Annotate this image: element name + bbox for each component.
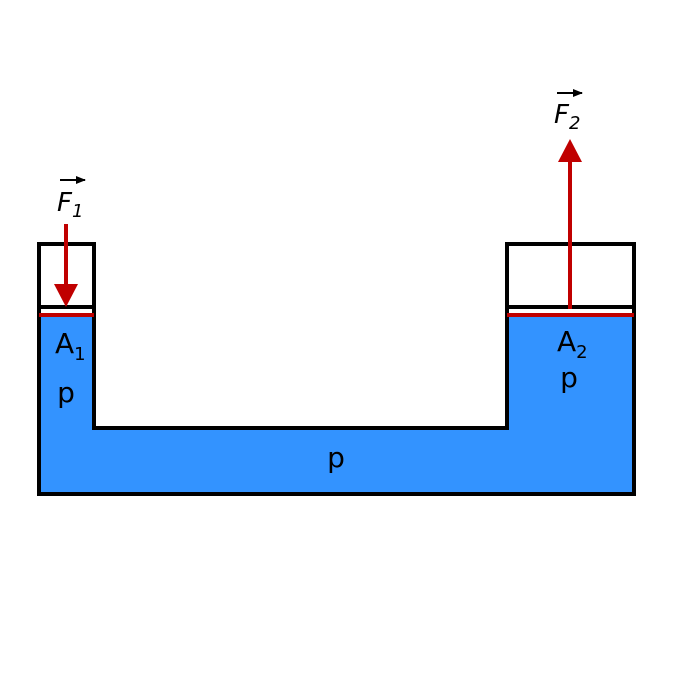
area-label-right: A2: [557, 325, 588, 363]
force-arrow-left-head: [54, 284, 78, 307]
pressure-label-left: p: [57, 376, 75, 409]
force-label-left: F1: [57, 188, 83, 222]
pressure-label-bottom: p: [327, 441, 345, 474]
hydraulic-fluid: [39, 315, 634, 494]
force-arrow-right-head: [558, 139, 582, 162]
area-label-left: A1: [55, 327, 86, 365]
force-label-right: F2: [554, 100, 580, 134]
pressure-label-right: p: [560, 361, 578, 394]
